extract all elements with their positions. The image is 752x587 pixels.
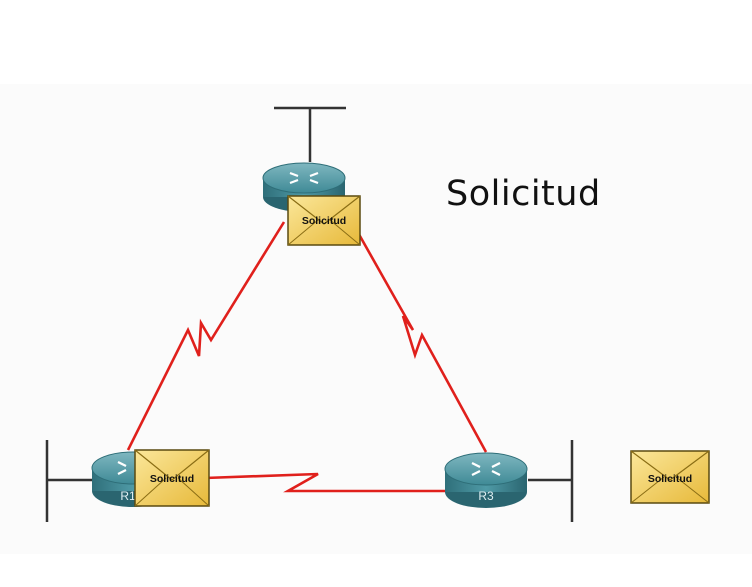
router-r1-label: R1 [120,489,136,503]
envelope-r1-icon: Solicitud [134,449,210,507]
envelope-standalone-icon: Solicitud [630,450,710,504]
envelope-top-label: Solicitud [302,215,346,227]
serial-link-r1-r3 [204,472,448,493]
envelope-top-icon: Solicitud [287,195,361,246]
router-r3-icon: R3 [444,452,528,508]
serial-link-top-r1 [126,221,286,451]
lan-segment-top [274,106,346,162]
envelope-r1-label: Solicitud [150,473,194,485]
router-top-icon [262,162,346,212]
lan-segment-r1 [45,440,92,522]
diagram-caption: Solicitud [446,174,601,214]
serial-link-top-r3 [350,221,488,453]
lan-segment-r3 [528,440,574,522]
envelope-standalone-label: Solicitud [648,473,692,485]
router-r3-label: R3 [478,489,494,503]
